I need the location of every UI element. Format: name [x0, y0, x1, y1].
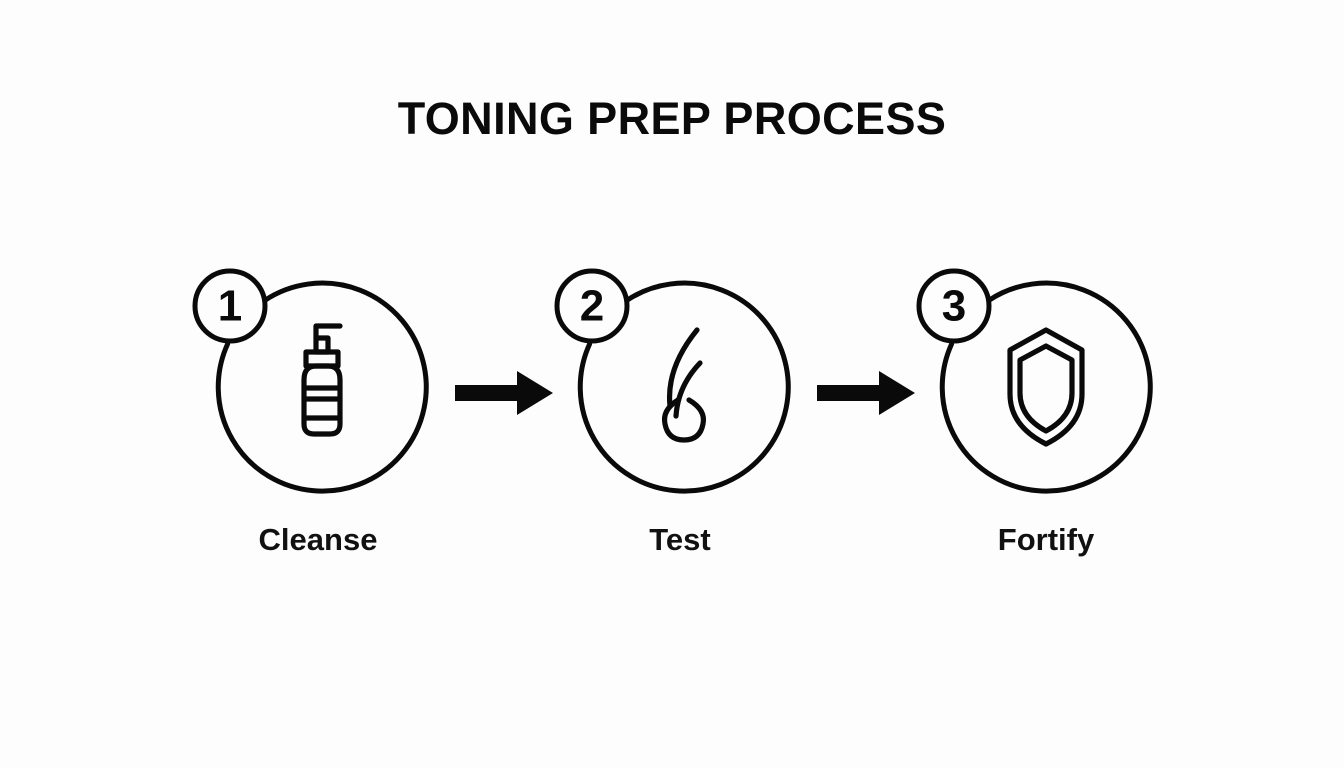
process-step-2[interactable]: 2 [554, 268, 800, 508]
step-1-label: Cleanse [258, 522, 378, 557]
shield-icon [1007, 327, 1085, 447]
arrow-step-2-to-3 [817, 368, 917, 418]
step-1-badge-circle [192, 268, 268, 344]
step-3-label: Fortify [997, 522, 1095, 557]
step-3-ring [939, 280, 1153, 494]
step-1-ring [215, 280, 429, 494]
step-2-number: 2 [580, 282, 604, 331]
page-title: TONING PREP PROCESS [397, 93, 947, 144]
step-2-badge-circle [554, 268, 630, 344]
step-3-graphic: 3 [916, 268, 1153, 494]
arrow-step-1-to-2 [455, 368, 555, 418]
process-step-1[interactable]: 1 [192, 268, 438, 508]
step-3-badge-circle [916, 268, 992, 344]
right-arrow-icon [817, 371, 915, 415]
right-arrow-icon [455, 371, 553, 415]
step-3-number: 3 [942, 282, 966, 331]
step-2-label: Test [649, 522, 711, 557]
process-flow: 1 [0, 268, 1344, 508]
step-2-graphic: 2 [554, 268, 791, 494]
step-2-ring [577, 280, 791, 494]
step-labels: Cleanse Test Fortify [0, 518, 1344, 564]
step-1-graphic: 1 [192, 268, 429, 494]
hair-follicle-icon [661, 327, 707, 443]
pump-bottle-icon [301, 323, 343, 437]
process-step-3[interactable]: 3 [916, 268, 1162, 508]
step-1-number: 1 [218, 282, 242, 331]
